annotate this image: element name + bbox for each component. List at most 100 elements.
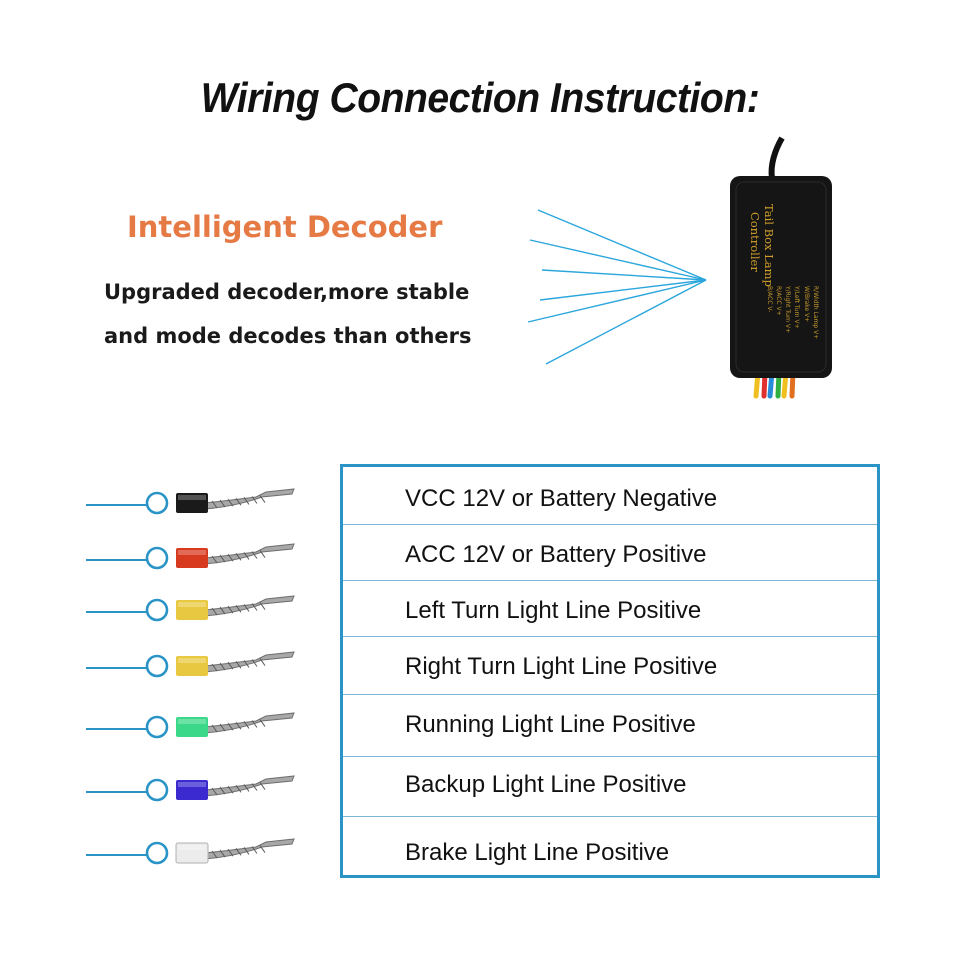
braid-strand (227, 848, 234, 857)
pin-label: Y/Left Turn V+ (793, 286, 801, 329)
braid-strand (235, 498, 242, 506)
braid-strand (211, 850, 218, 859)
wire-row: Left Turn Light Line Positive (343, 581, 877, 637)
insulation-highlight (178, 550, 206, 555)
stripped-conductor (204, 838, 295, 860)
braid-strand (211, 787, 218, 796)
braid-strand (243, 784, 250, 792)
insulation-highlight (178, 782, 206, 787)
braid-strand (243, 660, 250, 668)
braid-strand (227, 553, 234, 562)
controller-name-line2: Controller (748, 212, 762, 272)
connector-ring (145, 546, 169, 570)
wire-row: Backup Light Line Positive (343, 757, 877, 817)
braid-strand (251, 846, 258, 854)
braid-strand (259, 782, 266, 790)
pointer-line (541, 269, 707, 281)
wire-terminal (86, 651, 295, 678)
pin-labels: R/Width Lamp V+ W/Brake V+ Y/Left Turn V… (764, 286, 820, 406)
braid-strand (219, 786, 226, 795)
braid-strand (235, 553, 242, 561)
braid-strand (211, 607, 218, 616)
connector-ring (145, 654, 169, 678)
decoder-illustration (527, 136, 832, 399)
braid-strand (235, 661, 242, 669)
wire-label: ACC 12V or Battery Positive (405, 541, 707, 568)
wire-terminal (86, 543, 295, 570)
pointer-line (539, 279, 707, 301)
insulation-highlight (178, 658, 206, 663)
controller-label: Tail Box Lamp Controller R/Width Lamp V+… (734, 174, 830, 384)
braid-strand (259, 602, 266, 610)
stripped-conductor (204, 595, 295, 617)
pin-label: R/ACC V+ (774, 286, 782, 316)
braid-strand (227, 661, 234, 670)
braid-strand (219, 662, 226, 671)
braid-strand (235, 785, 242, 793)
braid-strand (243, 552, 250, 560)
braid-strand (259, 658, 266, 666)
braid-strand (219, 606, 226, 615)
pointer-line (545, 279, 707, 365)
braid-strand (259, 495, 266, 503)
wire-insulation (176, 656, 208, 676)
insulation-highlight (178, 602, 206, 607)
insulation-highlight (178, 495, 206, 500)
braid-strand (235, 722, 242, 730)
controller-body (730, 176, 832, 378)
braid-strand (211, 555, 218, 564)
wire-terminal (86, 775, 295, 802)
insulation-highlight (178, 719, 206, 724)
braid-strand (211, 663, 218, 672)
wire-terminal (86, 838, 295, 865)
connector-ring (145, 715, 169, 739)
pointer-line (537, 209, 707, 281)
braid-strand (251, 551, 258, 559)
pointer-lines (527, 209, 707, 365)
braid-strand (227, 605, 234, 614)
wire-row: Right Turn Light Line Positive (343, 637, 877, 695)
wire-row: ACC 12V or Battery Positive (343, 525, 877, 581)
wire-insulation (176, 600, 208, 620)
pin-label: Y/Right Turn V+ (784, 286, 792, 334)
braid-strand (235, 848, 242, 856)
braid-strand (251, 720, 258, 728)
pin-label: R/Width Lamp V+ (812, 286, 819, 340)
decoder-tagline-line2: and mode decodes than others (104, 324, 472, 348)
input-cable (768, 136, 785, 179)
connector-ring (145, 778, 169, 802)
stripped-conductor (204, 651, 295, 673)
stripped-conductor (204, 543, 295, 565)
braid-strand (243, 721, 250, 729)
braid-strand (251, 496, 258, 504)
braid-strand (251, 783, 258, 791)
braid-strand (243, 847, 250, 855)
wire-label: Right Turn Light Line Positive (405, 653, 718, 680)
wire-row: Running Light Line Positive (343, 695, 877, 757)
wire-insulation (176, 493, 208, 513)
connector-ring (145, 841, 169, 865)
stripped-conductor (204, 712, 295, 734)
braid-strand (219, 554, 226, 563)
pointer-line (529, 239, 707, 281)
braid-strand (243, 604, 250, 612)
pin-label: B/ACC V- (765, 286, 773, 313)
wire-terminal (86, 595, 295, 622)
braid-strand (211, 500, 218, 509)
wire-label: Running Light Line Positive (405, 711, 696, 738)
wire-insulation (176, 548, 208, 568)
braid-strand (227, 785, 234, 794)
controller-bezel (735, 181, 827, 373)
wire-terminal (86, 712, 295, 739)
wire-row: VCC 12V or Battery Negative (343, 467, 877, 525)
stripped-conductor (204, 488, 295, 510)
wire-terminals (86, 488, 295, 865)
wire-table: VCC 12V or Battery Negative ACC 12V or B… (340, 464, 880, 878)
pin-label: W/Brake V+ (802, 286, 810, 323)
braid-strand (259, 550, 266, 558)
braid-strand (219, 849, 226, 858)
wire-label: Brake Light Line Positive (405, 839, 670, 866)
decoder-tagline-line1: Upgraded decoder,more stable (104, 280, 470, 304)
connector-ring (145, 491, 169, 515)
wire-label: Left Turn Light Line Positive (405, 597, 702, 624)
